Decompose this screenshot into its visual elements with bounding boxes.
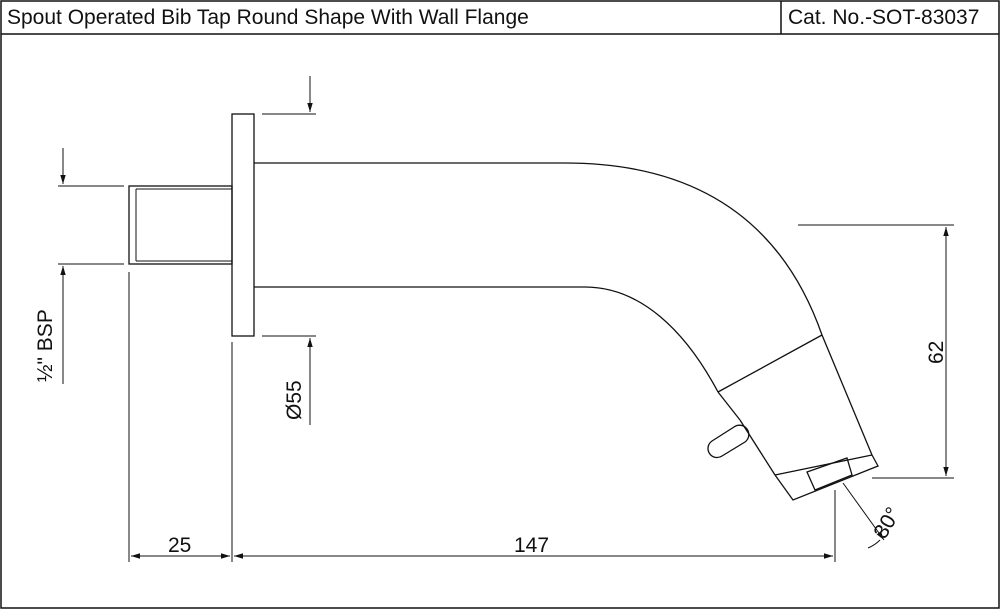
spout-height-dimension — [798, 224, 954, 479]
aerator-outlet — [774, 454, 879, 501]
flange-diameter-dimension — [262, 76, 316, 425]
spout-height-label: 62 — [925, 341, 948, 364]
outlet-angle-label: 30° — [869, 503, 905, 542]
thread-length-label: 25 — [168, 534, 191, 557]
drawing-title: Spout Operated Bib Tap Round Shape With … — [7, 6, 529, 29]
flange-diameter-label: Ø55 — [283, 380, 306, 420]
horizontal-dimensions — [128, 272, 836, 562]
wall-flange — [231, 113, 255, 337]
operating-knob — [707, 424, 750, 459]
catalog-number: Cat. No.-SOT-83037 — [788, 6, 979, 29]
thread-dimension — [58, 148, 124, 384]
spout-body — [254, 162, 873, 476]
thread-size-label: ½" BSP — [34, 309, 57, 382]
outlet-angle-dimension — [842, 482, 885, 549]
threaded-inlet — [128, 185, 233, 265]
spout-reach-label: 147 — [514, 534, 549, 557]
